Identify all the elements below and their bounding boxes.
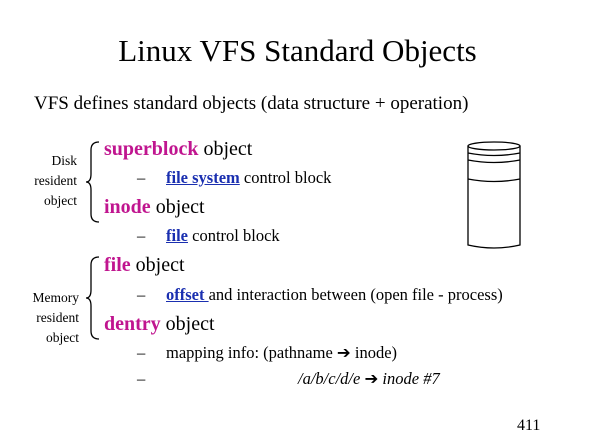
- file-subitem: – offset and interaction between (open fi…: [137, 285, 503, 305]
- superblock-heading: superblock object: [104, 138, 252, 161]
- file-link[interactable]: file: [166, 226, 188, 245]
- disk-label-line: Disk: [51, 153, 77, 168]
- heading-rest: object: [150, 196, 205, 218]
- memory-label-line: Memory: [32, 290, 80, 305]
- disk-cylinder-icon: [467, 141, 521, 249]
- superblock-subitem: – file system control block: [137, 168, 331, 188]
- mapping-text: mapping info: (pathname: [166, 343, 337, 362]
- memory-label-line: object: [46, 330, 79, 345]
- file-heading: file object: [104, 254, 185, 277]
- memory-group-label: Memory resident object: [10, 288, 80, 348]
- dash: –: [137, 168, 146, 187]
- slide-title: Linux VFS Standard Objects: [118, 33, 477, 68]
- dentry-heading: dentry object: [104, 313, 215, 336]
- dash: –: [137, 226, 146, 245]
- arrow-icon: ➔: [336, 343, 351, 362]
- offset-link[interactable]: offset: [166, 285, 209, 304]
- keyword: dentry: [104, 313, 161, 335]
- left-brace-icon: [85, 256, 100, 340]
- inode-subitem: – file control block: [137, 226, 280, 246]
- mapping-text-end: inode): [350, 343, 398, 362]
- keyword: inode: [104, 196, 151, 218]
- inode-heading: inode object: [104, 196, 205, 219]
- dash: –: [137, 343, 146, 362]
- example-path: /a/b/c/d/e: [298, 369, 365, 388]
- memory-label-line: resident: [36, 310, 79, 325]
- disk-label-line: object: [44, 193, 77, 208]
- left-brace-icon: [85, 141, 100, 223]
- subitem-rest: and interaction between (open file - pro…: [208, 285, 503, 304]
- subitem-rest: control block: [239, 168, 332, 187]
- disk-group-label: Disk resident object: [14, 151, 77, 211]
- file-system-link[interactable]: file system: [166, 168, 240, 187]
- dash: –: [137, 285, 146, 304]
- heading-rest: object: [130, 254, 185, 276]
- dash: –: [137, 369, 146, 388]
- example-inode: inode #7: [378, 369, 440, 388]
- arrow-icon: ➔: [364, 369, 379, 388]
- disk-label-line: resident: [34, 173, 77, 188]
- slide-subtitle: VFS defines standard objects (data struc…: [34, 93, 469, 114]
- subitem-rest: control block: [188, 226, 280, 245]
- page-number: 411: [517, 417, 541, 434]
- dentry-subitem-mapping: – mapping info: (pathname ➔ inode): [137, 343, 397, 363]
- keyword: superblock: [104, 138, 199, 160]
- heading-rest: object: [160, 313, 215, 335]
- heading-rest: object: [198, 138, 253, 160]
- keyword: file: [104, 254, 131, 276]
- dentry-subitem-example: – /a/b/c/d/e ➔ inode #7: [137, 369, 440, 389]
